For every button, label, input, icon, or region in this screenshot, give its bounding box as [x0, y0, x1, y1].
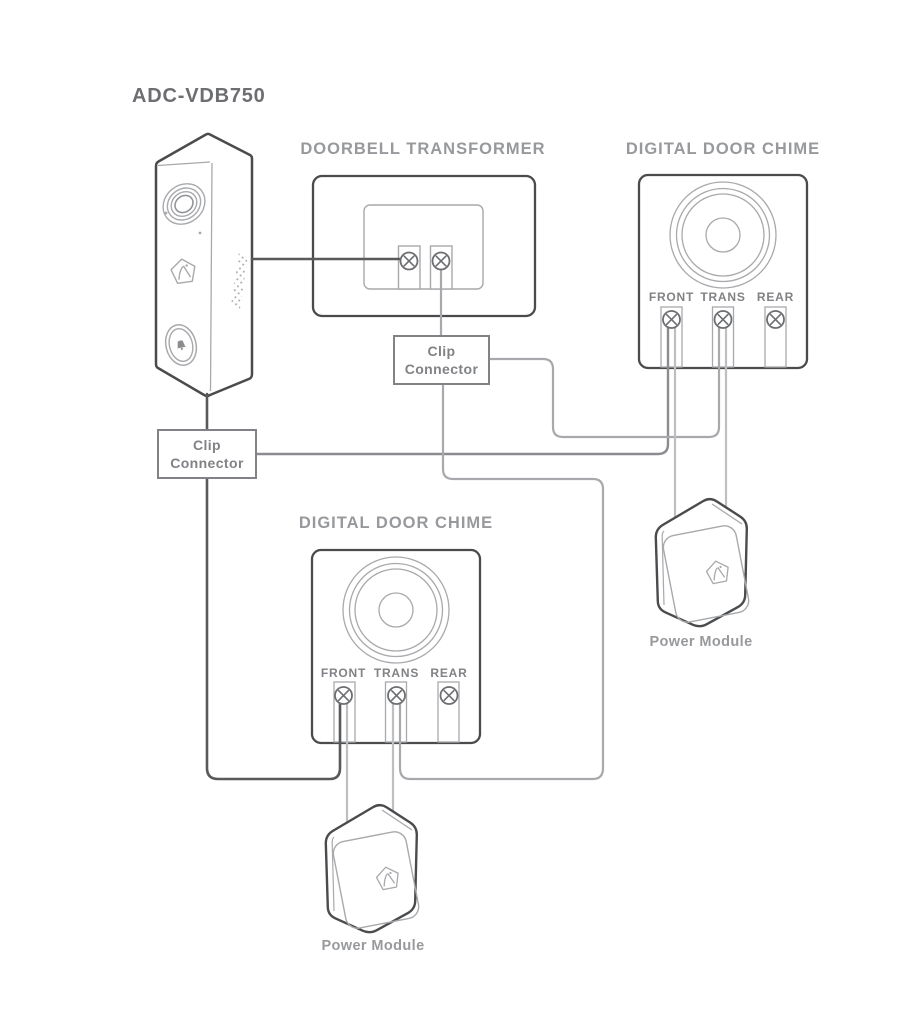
wire-clip-to-middle-front: [205, 477, 342, 781]
clip-connector-label-line1: Clip: [427, 342, 456, 359]
power-module-fold-line: [661, 530, 665, 606]
digital-door-chime-top: [637, 173, 809, 370]
doorbell-transformer-box: [311, 174, 537, 318]
screw-icon: [439, 686, 459, 705]
power-module-lid-line: [381, 809, 413, 831]
digital-door-chime-middle: [310, 548, 482, 745]
clip-connector-label-line2: Connector: [170, 455, 244, 471]
power-module-front-face: [662, 525, 750, 623]
page-title: ADC-VDB750: [132, 85, 266, 107]
wire-clip-to-middle-trans: [398, 383, 605, 781]
doorbell-top-edge: [157, 161, 211, 167]
doorbell-camera-icon: [162, 183, 206, 225]
power-module-logo-icon: [705, 560, 729, 585]
doorbell-button: [164, 324, 198, 366]
power-module-fold-line: [331, 836, 335, 912]
screw-icon: [334, 686, 353, 705]
screw-icon: [713, 310, 733, 329]
doorbell-speaker-grille: [231, 252, 248, 312]
screw-icon: [766, 310, 785, 329]
power-module-body: [324, 803, 419, 934]
doorbell-mic-hole: [164, 211, 168, 215]
chime-middle-label: DIGITAL DOOR CHIME: [298, 514, 494, 532]
power-module-bottom-label: Power Module: [321, 938, 425, 954]
wire-clip-to-top-trans: [488, 320, 721, 439]
power-module-lid-line: [711, 503, 743, 525]
wire-clip-to-top-front: [255, 320, 670, 456]
screw-icon: [387, 686, 406, 705]
terminal-label-trans: TRANS: [373, 666, 420, 680]
screw-icon: [431, 251, 451, 271]
doorbell-front-edge: [209, 162, 213, 392]
transformer-label: DOORBELL TRANSFORMER: [300, 140, 546, 158]
power-module-bottom-device: [324, 803, 420, 934]
terminal-screws: [334, 251, 785, 705]
doorbell-brand-logo-icon: [170, 258, 196, 285]
terminal-label-trans: TRANS: [700, 290, 746, 304]
clip-connector-label-line2: Connector: [404, 361, 479, 377]
chime-top-label: DIGITAL DOOR CHIME: [625, 140, 821, 158]
doorbell-body: [154, 132, 254, 398]
power-module-body: [654, 497, 749, 628]
bell-icon: [177, 340, 187, 350]
power-module-front-face: [332, 831, 420, 929]
chime-speaker-icon: [669, 181, 777, 289]
terminal-label-rear: REAR: [430, 666, 468, 680]
terminal-label-front: FRONT: [648, 290, 695, 304]
transformer-inner-plate: [363, 204, 484, 290]
clip-connector-label-line1: Clip: [192, 436, 222, 453]
screw-icon: [399, 251, 419, 271]
doorbell-sensor-dot: [198, 231, 202, 235]
terminal-label-front: FRONT: [320, 666, 367, 680]
power-module-right-device: [654, 497, 750, 628]
power-module-logo-icon: [375, 866, 399, 891]
clip-connector-bottom: Clip Connector: [157, 429, 257, 479]
screw-icon: [662, 310, 681, 329]
video-doorbell-device: [154, 132, 254, 398]
clip-connector-top: Clip Connector: [393, 335, 490, 385]
chime-speaker-icon: [342, 556, 450, 664]
wires: [205, 257, 728, 827]
terminal-label-rear: REAR: [756, 290, 795, 304]
power-module-right-label: Power Module: [649, 634, 753, 650]
